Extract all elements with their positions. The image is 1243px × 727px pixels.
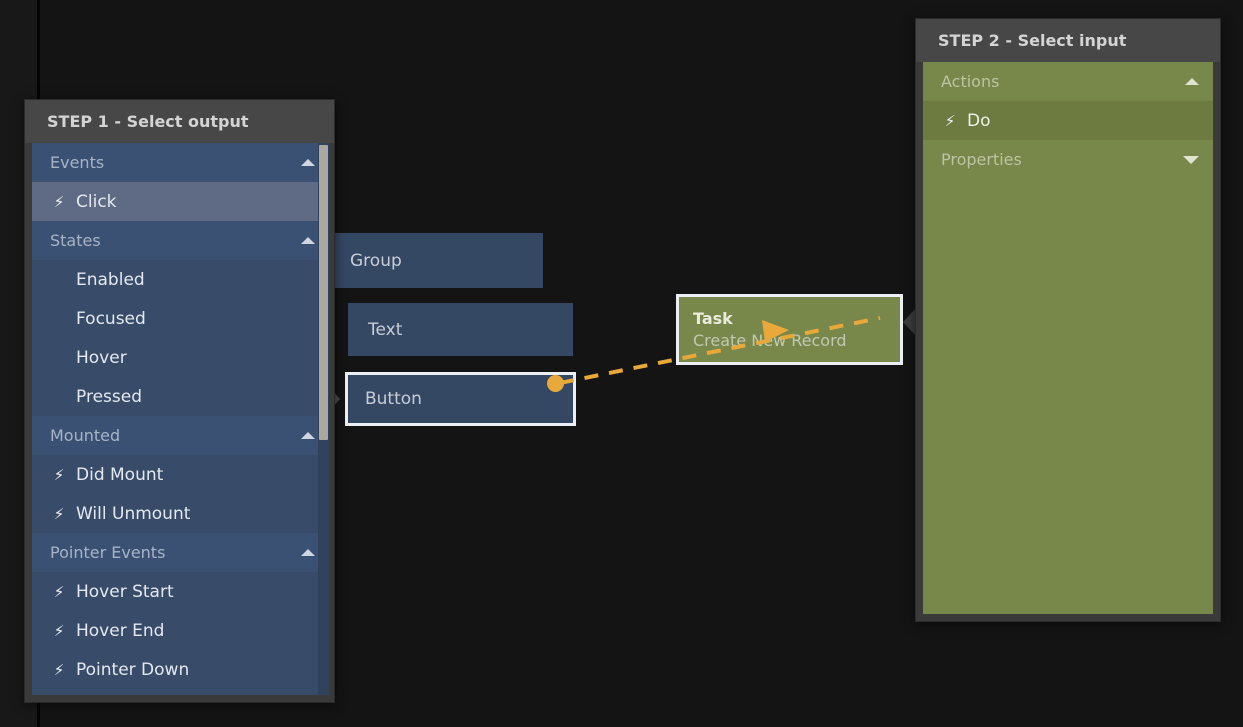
chevron-down-icon[interactable]: [1183, 155, 1199, 164]
step2-title: STEP 2 - Select input: [916, 19, 1220, 62]
chevron-up-icon[interactable]: [301, 159, 315, 166]
group-header-label: Events: [50, 153, 105, 172]
group-header-label: Properties: [941, 150, 1022, 169]
canvas-node-group[interactable]: Group: [330, 233, 543, 288]
list-item-label: Pressed: [76, 386, 142, 407]
node-output-port[interactable]: [547, 375, 564, 392]
node-title: Text: [368, 319, 403, 340]
list-item-label: Focused: [76, 308, 146, 329]
list-item[interactable]: ⚡ Pointer Down: [32, 650, 329, 689]
bolt-icon: ⚡: [53, 465, 65, 484]
canvas-node-button[interactable]: Button: [345, 372, 576, 426]
node-subtitle: Create New Record: [693, 331, 847, 350]
bolt-icon: ⚡: [53, 582, 65, 601]
group-header-mounted[interactable]: Mounted: [32, 416, 329, 455]
node-title: Button: [365, 389, 422, 409]
list-item-label: Will Unmount: [76, 503, 191, 524]
list-item-label: Click: [76, 191, 117, 212]
list-item[interactable]: Enabled: [32, 260, 329, 299]
group-header-label: States: [50, 231, 101, 250]
bolt-icon: ⚡: [53, 504, 65, 523]
bolt-icon: ⚡: [53, 660, 65, 679]
group-header-properties[interactable]: Properties: [923, 140, 1213, 179]
node-title: Task: [693, 309, 733, 328]
step1-title: STEP 1 - Select output: [25, 100, 334, 143]
list-item[interactable]: Hover: [32, 338, 329, 377]
node-output-connector-icon[interactable]: [903, 308, 916, 336]
list-item[interactable]: ⚡ Hover Start: [32, 572, 329, 611]
group-header-states[interactable]: States: [32, 221, 329, 260]
list-item[interactable]: ⚡ Do: [923, 101, 1213, 140]
bolt-icon: ⚡: [944, 111, 956, 130]
bolt-icon: ⚡: [53, 192, 65, 211]
list-item[interactable]: ⚡ Will Unmount: [32, 494, 329, 533]
chevron-up-icon[interactable]: [301, 237, 315, 244]
list-item[interactable]: ⚡ Hover End: [32, 611, 329, 650]
group-header-pointer-events[interactable]: Pointer Events: [32, 533, 329, 572]
list-item[interactable]: ⚡ Click: [32, 182, 329, 221]
list-item-label: Hover End: [76, 620, 165, 641]
step1-scrollbar-track[interactable]: [318, 143, 329, 695]
chevron-up-icon[interactable]: [1185, 78, 1199, 85]
group-header-label: Mounted: [50, 426, 121, 445]
list-item-label: Enabled: [76, 269, 145, 290]
list-item-label: Hover: [76, 347, 127, 368]
group-header-events[interactable]: Events: [32, 143, 329, 182]
list-item[interactable]: Focused: [32, 299, 329, 338]
list-item-label: Pointer Down: [76, 659, 190, 680]
group-header-label: Pointer Events: [50, 543, 166, 562]
step1-scrollbar-thumb[interactable]: [319, 145, 328, 440]
group-header-label: Actions: [941, 72, 1000, 91]
list-item[interactable]: ⚡ Did Mount: [32, 455, 329, 494]
bolt-icon: ⚡: [53, 621, 65, 640]
list-item-label: Do: [967, 110, 991, 131]
canvas-node-text[interactable]: Text: [348, 303, 573, 356]
list-item-label: Hover Start: [76, 581, 174, 602]
chevron-up-icon[interactable]: [301, 432, 315, 439]
node-title: Group: [350, 250, 402, 271]
list-item-label: Did Mount: [76, 464, 164, 485]
group-header-actions[interactable]: Actions: [923, 62, 1213, 101]
chevron-up-icon[interactable]: [301, 549, 315, 556]
list-item[interactable]: Pressed: [32, 377, 329, 416]
canvas-node-task[interactable]: Task Create New Record: [676, 294, 903, 365]
